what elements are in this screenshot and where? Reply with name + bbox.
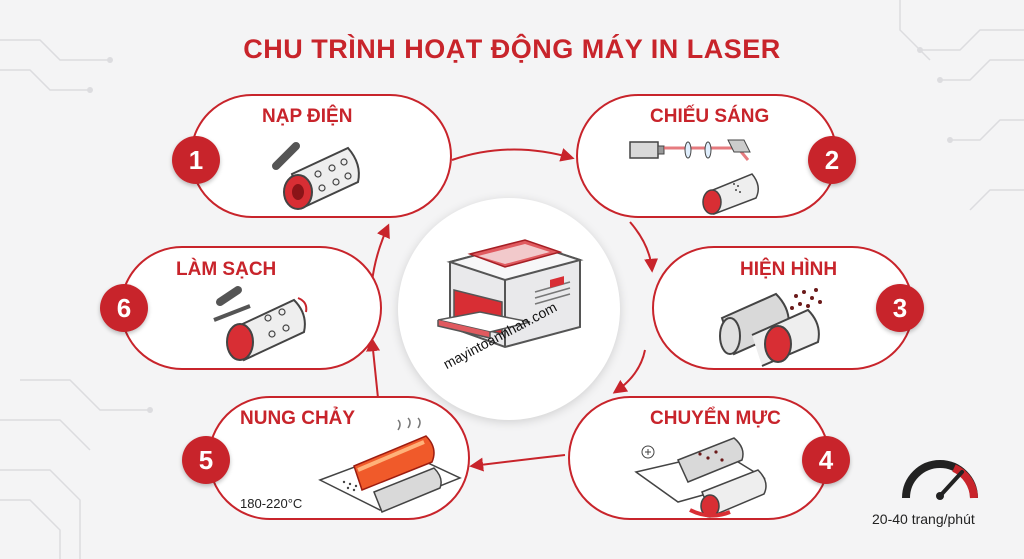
transfer-roller-icon (634, 437, 767, 518)
step-number-6: 6 (100, 284, 148, 332)
step-label: CHIẾU SÁNG (650, 106, 770, 127)
fuser-roller-icon (318, 417, 462, 513)
step-label: NẠP ĐIỆN (262, 106, 353, 127)
toner-drum-icon (719, 288, 822, 367)
step-label: CHUYỂN MỰC (650, 408, 781, 429)
step-number-4: 4 (802, 436, 850, 484)
page-title: CHU TRÌNH HOẠT ĐỘNG MÁY IN LASER (243, 34, 781, 64)
charging-roller-icon (272, 142, 360, 210)
step-label: LÀM SẠCH (176, 259, 277, 280)
step-number-5: 5 (182, 436, 230, 484)
cleaning-blade-icon (213, 286, 308, 362)
step-number-1: 1 (172, 136, 220, 184)
step-label: NUNG CHẢY (240, 408, 356, 429)
step-label: HIỆN HÌNH (740, 259, 838, 280)
printer-icon (437, 239, 584, 349)
step-number-2: 2 (808, 136, 856, 184)
speedometer-icon (902, 460, 978, 500)
step-number-3: 3 (876, 284, 924, 332)
print-speed: 20-40 trang/phút (872, 511, 975, 527)
fusing-temperature: 180-220°C (240, 496, 303, 511)
laser-scanner-icon (629, 139, 759, 215)
